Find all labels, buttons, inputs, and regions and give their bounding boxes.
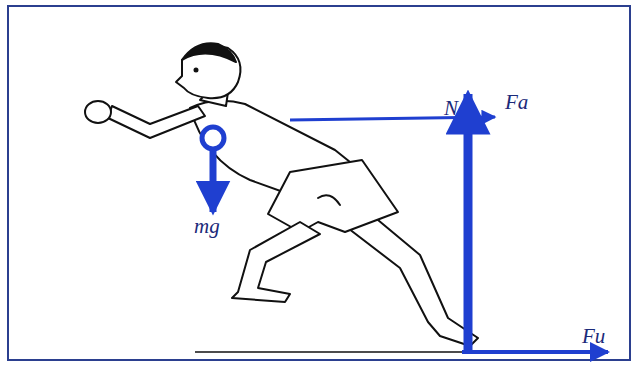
fist (85, 101, 111, 123)
ground-line (195, 351, 470, 353)
front-arm (108, 106, 205, 138)
force-label: Fa (505, 92, 528, 113)
runner-figure (85, 43, 478, 346)
force-label: mg (194, 216, 220, 237)
front-leg (232, 222, 320, 302)
eye (195, 69, 198, 72)
hair (182, 43, 236, 62)
center-of-mass (202, 127, 224, 149)
force-label: N (444, 98, 458, 119)
weight-arrow (210, 150, 217, 212)
shorts (268, 160, 398, 232)
frame-border (8, 6, 630, 360)
force-vectors (202, 94, 608, 354)
friction-force-arrow (462, 350, 608, 354)
normal-force-arrow (464, 94, 473, 354)
force-label: Fu (582, 326, 605, 347)
shorts-fold (318, 195, 340, 205)
